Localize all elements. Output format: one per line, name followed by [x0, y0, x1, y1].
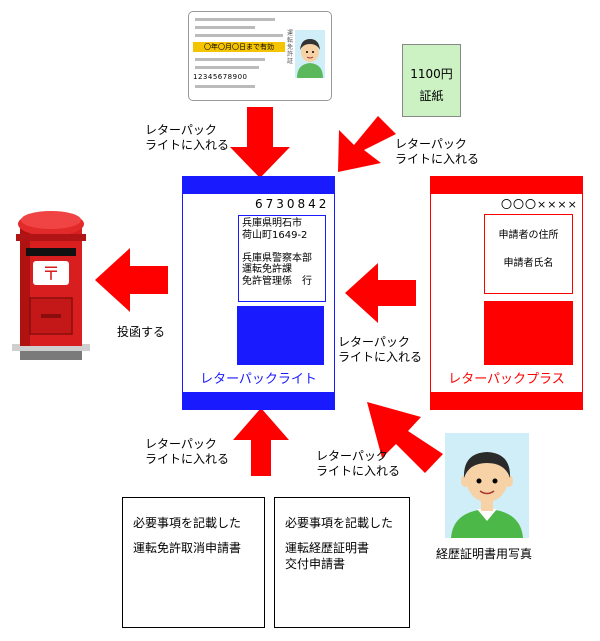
letterpack-light-name: レターパックライト — [200, 372, 317, 387]
postal-code: 6730842 — [255, 197, 330, 211]
letterpack-plus-sticker — [484, 301, 573, 365]
arrow-doc-up — [233, 408, 289, 476]
label-bottom-right: レターパック ライトに入れる — [316, 449, 401, 478]
doc2-body: 運転経歴証明書 交付申請書 — [285, 541, 370, 571]
letterpack-light-top-band — [183, 177, 334, 194]
arrow-license-down — [230, 107, 290, 178]
post-box: 〒 — [12, 211, 90, 360]
license-side-text: 運転免許証 — [287, 30, 294, 65]
photo-caption: 経歴証明書用写真 — [436, 547, 533, 561]
license-date-band: 〇年〇月〇日まで有効 — [193, 42, 285, 52]
sender-name: 申請者氏名 — [503, 258, 554, 269]
arrow-light-to-post — [95, 248, 168, 312]
letterpack-light-sticker — [237, 306, 324, 365]
document-history-certificate: 必要事項を記載した 運転経歴証明書 交付申請書 — [274, 497, 410, 628]
stamp-label: 証紙 — [419, 89, 444, 103]
doc2-title: 必要事項を記載した — [285, 516, 394, 530]
arrow-photo-up-left — [367, 402, 443, 473]
label-bottom-left: レターパック ライトに入れる — [145, 437, 230, 466]
document-license-cancel: 必要事項を記載した 運転免許取消申請書 — [122, 497, 265, 628]
doc1-title: 必要事項を記載した — [133, 516, 242, 530]
stamp-amount: 1100円 — [410, 67, 453, 81]
id-photo — [445, 433, 529, 538]
letterpack-plus: 〇〇〇×××× 申請者の住所 申請者氏名 レターパックプラス — [430, 176, 583, 410]
recipient-address: 兵庫県明石市 荷山町1649-2 兵庫県警察本部 運転免許課 免許管理係 行 — [242, 218, 312, 287]
arrow-stamp-down-left — [338, 116, 396, 172]
letterpack-light: 6730842 兵庫県明石市 荷山町1649-2 兵庫県警察本部 運転免許課 免… — [182, 176, 335, 410]
letterpack-plus-name: レターパックプラス — [448, 372, 565, 387]
doc1-body: 運転免許取消申請書 — [133, 541, 242, 555]
license-number: 12345678900 — [193, 73, 248, 81]
sender-address-box: 申請者の住所 申請者氏名 — [484, 214, 573, 294]
sender-code: 〇〇〇×××× — [501, 198, 578, 211]
recipient-address-box: 兵庫県明石市 荷山町1649-2 兵庫県警察本部 運転免許課 免許管理係 行 — [238, 215, 326, 302]
label-post: 投函する — [117, 325, 166, 339]
driver-license-card: 〇年〇月〇日まで有効 12345678900 運転免許証 — [188, 11, 332, 101]
sender-address: 申請者の住所 — [498, 230, 559, 241]
license-photo — [295, 30, 325, 78]
revenue-stamp: 1100円 証紙 — [402, 44, 461, 117]
label-top-left: レターパック ライトに入れる — [145, 123, 230, 152]
letterpack-plus-bottom-band — [431, 392, 582, 409]
label-middle: レターパック ライトに入れる — [338, 335, 423, 364]
letterpack-light-bottom-band — [183, 392, 334, 409]
letterpack-plus-top-band — [431, 177, 582, 194]
arrow-plus-to-light — [345, 263, 416, 323]
label-top-right: レターパック ライトに入れる — [395, 137, 480, 166]
svg-text:〒: 〒 — [42, 264, 60, 285]
